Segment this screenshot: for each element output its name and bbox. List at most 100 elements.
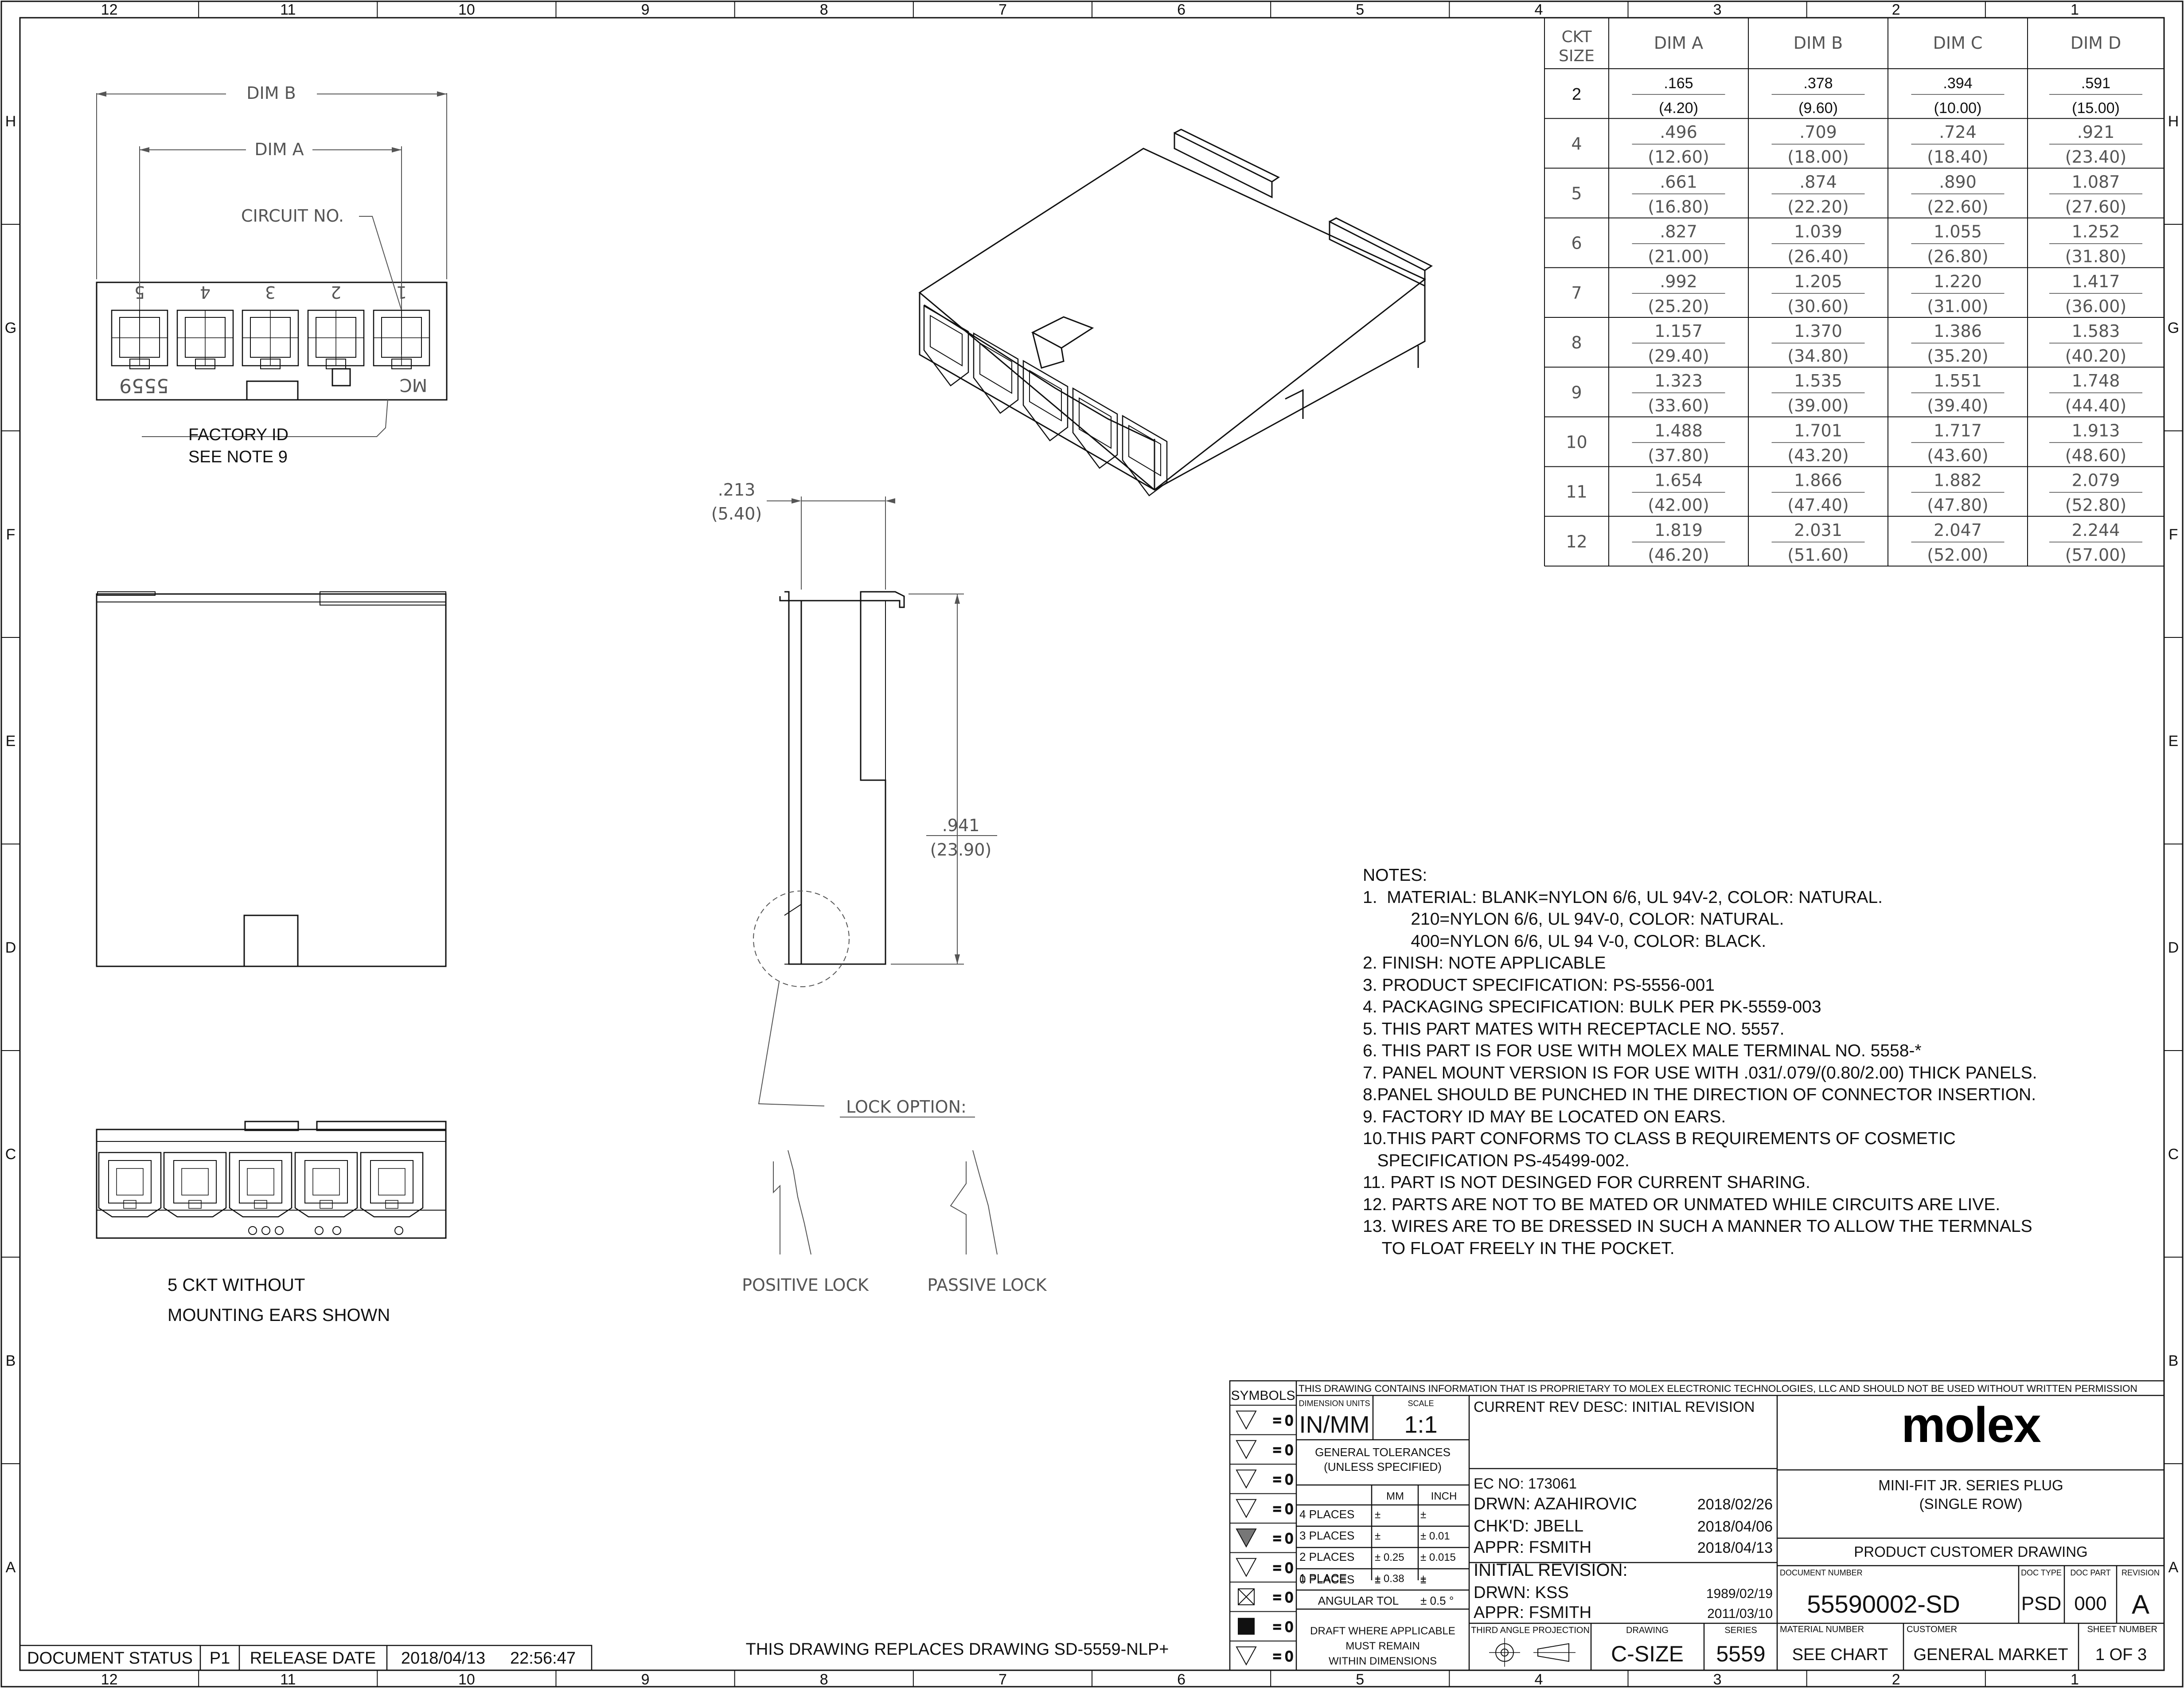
zone-row-left: H xyxy=(5,113,16,130)
table-cell-inch: 1.551 xyxy=(1934,371,1982,391)
table-cell-mm: (44.40) xyxy=(2065,396,2126,415)
drawing-value: C-SIZE xyxy=(1611,1641,1684,1666)
table-cell-mm: (46.20) xyxy=(1648,545,1709,565)
table-cell-inch: 1.488 xyxy=(1654,421,1703,440)
note-line: 11. PART IS NOT DESINGED FOR CURRENT SHA… xyxy=(1363,1173,1810,1192)
init-drwn: DRWN: KSS xyxy=(1474,1583,1569,1602)
series-value: 5559 xyxy=(1716,1641,1765,1666)
symbol-value: = 0 xyxy=(1273,1530,1293,1546)
table-cell-inch: .992 xyxy=(1660,272,1697,291)
side-dim-height-mm: (23.90) xyxy=(930,840,991,860)
zone-column-bottom: 9 xyxy=(641,1671,650,1688)
table-cell-inch: 1.417 xyxy=(2072,272,2120,291)
revision-value: A xyxy=(2132,1590,2149,1619)
zone-column-bottom: 1 xyxy=(2071,1671,2079,1688)
sheet-number: 1 OF 3 xyxy=(2095,1645,2147,1664)
symbol-value: = 0 xyxy=(1273,1560,1293,1576)
notes-title: NOTES: xyxy=(1363,866,1427,885)
table-cell-mm: (43.20) xyxy=(1787,445,1849,465)
note-line: 400=NYLON 6/6, UL 94 V-0, COLOR: BLACK. xyxy=(1363,931,1767,951)
table-cell-inch: 1.583 xyxy=(2072,321,2120,341)
note-line: TO FLOAT FREELY IN THE POCKET. xyxy=(1363,1239,1675,1258)
zone-row-right: H xyxy=(2168,113,2179,130)
release-date-value: 2018/04/13 xyxy=(401,1649,485,1668)
draft-line-3: WITHIN DIMENSIONS xyxy=(1329,1655,1437,1667)
table-cell-inch: 1.205 xyxy=(1794,272,1842,291)
document-status-label: DOCUMENT STATUS xyxy=(27,1649,193,1668)
note-line: SPECIFICATION PS-45499-002. xyxy=(1363,1151,1630,1170)
end-view-top xyxy=(96,91,448,437)
table-cell-inch: 1.039 xyxy=(1794,222,1842,242)
release-date-label: RELEASE DATE xyxy=(250,1649,376,1668)
scale-label: SCALE xyxy=(1408,1399,1434,1408)
appr-date: 2018/04/13 xyxy=(1697,1540,1773,1556)
drawing-label: DRAWING xyxy=(1626,1625,1669,1635)
symbol-value: = 0 xyxy=(1273,1619,1293,1635)
zone-column-top: 8 xyxy=(820,1,828,18)
zone-column-bottom: 3 xyxy=(1713,1671,1722,1688)
table-cell-mm: (39.00) xyxy=(1787,396,1849,415)
table-cell-inch: .724 xyxy=(1939,122,1977,142)
zone-column-top: 10 xyxy=(458,1,475,18)
symbol-value: = 0 xyxy=(1273,1471,1293,1487)
zone-row-right: F xyxy=(2169,526,2178,543)
zone-row-left: D xyxy=(5,939,16,956)
chkd: CHK'D: JBELL xyxy=(1474,1517,1583,1536)
note-line: 8.PANEL SHOULD BE PUNCHED IN THE DIRECTI… xyxy=(1363,1085,2036,1104)
zone-column-bottom: 11 xyxy=(280,1671,296,1688)
table-cell-mm: (22.60) xyxy=(1927,197,1988,216)
table-header: DIM C xyxy=(1933,33,1983,53)
notes-list: 1. MATERIAL: BLANK=NYLON 6/6, UL 94V-2, … xyxy=(1363,887,2072,1260)
table-cell-mm: (30.60) xyxy=(1787,297,1849,316)
zone-row-right: G xyxy=(2168,320,2179,336)
note-line: 3. PRODUCT SPECIFICATION: PS-5556-001 xyxy=(1363,975,1715,995)
note-line: 10.THIS PART CONFORMS TO CLASS B REQUIRE… xyxy=(1363,1129,1956,1148)
inch-label: INCH xyxy=(1431,1490,1457,1502)
positive-lock-label: POSITIVE LOCK xyxy=(742,1275,869,1295)
zone-column-top: 3 xyxy=(1713,1,1722,18)
table-cell-mm: (52.00) xyxy=(1927,545,1988,565)
table-cell-mm: (52.80) xyxy=(2065,496,2126,515)
document-number-label: DOCUMENT NUMBER xyxy=(1780,1568,1863,1577)
table-ckt-size: 7 xyxy=(1571,283,1582,303)
note-line: 4. PACKAGING SPECIFICATION: BULK PER PK-… xyxy=(1363,997,1821,1016)
table-header-ckt: CKT xyxy=(1562,28,1592,46)
table-cell-mm: (29.40) xyxy=(1648,346,1709,366)
table-ckt-size: 2 xyxy=(1572,85,1581,104)
table-cell-inch: .890 xyxy=(1939,172,1977,191)
replaces-note: THIS DRAWING REPLACES DRAWING SD-5559-NL… xyxy=(746,1640,1169,1659)
status-bar-frame xyxy=(19,1645,593,1671)
zone-row-right: D xyxy=(2168,939,2179,956)
drawing-type: PRODUCT CUSTOMER DRAWING xyxy=(1854,1543,2087,1560)
table-header-size: SIZE xyxy=(1559,47,1595,65)
notes-block: NOTES: 1. MATERIAL: BLANK=NYLON 6/6, UL … xyxy=(1363,864,2072,1259)
lock-option-label: LOCK OPTION: xyxy=(846,1097,967,1117)
document-status-value: P1 xyxy=(210,1649,230,1668)
table-cell-mm: (16.80) xyxy=(1648,197,1709,216)
init-drwn-date: 1989/02/19 xyxy=(1706,1586,1773,1601)
table-cell-mm: (36.00) xyxy=(2065,297,2126,316)
current-rev-desc: CURRENT REV DESC: INITIAL REVISION xyxy=(1474,1399,1755,1415)
table-cell-inch: 2.047 xyxy=(1934,520,1982,540)
zone-row-left: A xyxy=(6,1559,16,1576)
zone-column-top: 6 xyxy=(1177,1,1186,18)
table-cell-mm: (31.80) xyxy=(2065,247,2126,266)
table-cell-inch: 1.220 xyxy=(1934,272,1982,291)
table-cell-inch: 1.386 xyxy=(1934,321,1982,341)
table-cell-mm: (57.00) xyxy=(2065,545,2126,565)
dim-a-label: DIM A xyxy=(254,140,304,159)
table-cell-mm: (4.20) xyxy=(1659,100,1698,117)
unless-specified: (UNLESS SPECIFIED) xyxy=(1324,1460,1442,1473)
tolerance-label: 4 PLACES xyxy=(1299,1508,1354,1521)
zone-column-top: 5 xyxy=(1356,1,1364,18)
caption-line-1: 5 CKT WITHOUT xyxy=(168,1275,305,1295)
zone-column-top: 4 xyxy=(1534,1,1543,18)
zone-column-bottom: 7 xyxy=(998,1671,1007,1688)
table-cell-inch: 1.913 xyxy=(2072,421,2120,440)
table-cell-mm: (37.80) xyxy=(1648,445,1709,465)
bottom-view xyxy=(96,1121,447,1239)
